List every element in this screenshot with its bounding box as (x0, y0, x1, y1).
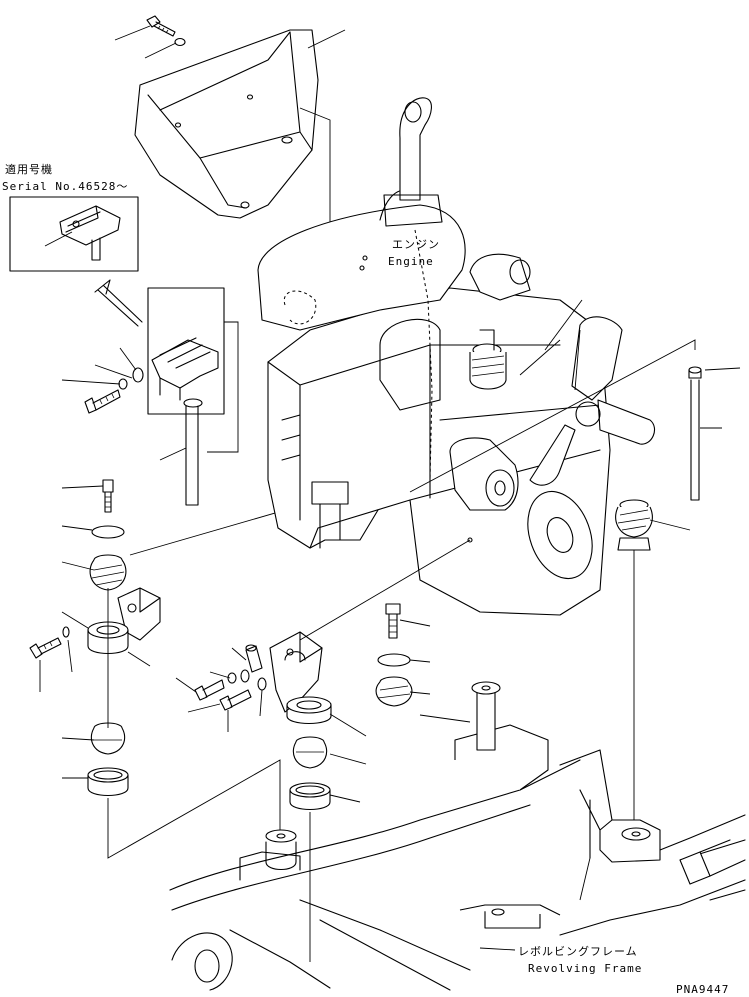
mount-bracket-left (117, 587, 161, 641)
centre-leaders (175, 537, 473, 962)
cooling-fan (529, 316, 655, 486)
inset-arrow (94, 279, 143, 327)
centre-small-bolt-1 (194, 679, 225, 701)
serial-inset-box (9, 196, 139, 272)
right-mount-leaders (399, 619, 471, 723)
frame-label-en: Revolving Frame (528, 962, 642, 975)
bracket-bolt (84, 389, 121, 414)
engine-label-en: Engine (388, 255, 434, 268)
centre-washer-c (257, 677, 267, 691)
centre-mount-collar (286, 696, 332, 725)
engine-mount-rear-right (469, 329, 507, 390)
cover-leaders (114, 25, 346, 270)
engine-mount-front-right (615, 499, 653, 551)
engine-leaders (409, 299, 696, 830)
frame-label-jp: レボルビングフレーム (518, 944, 638, 958)
revolving-frame (169, 681, 746, 991)
right-mount-bolt (385, 603, 401, 639)
inset-bracket (44, 205, 121, 261)
centre-cup-lower (289, 782, 331, 811)
centre-spacer (245, 644, 263, 673)
mount-washer-top (91, 525, 125, 539)
drawing-code: PNA9447 (676, 983, 729, 996)
right-mount-washer (377, 653, 411, 667)
engine-cover-plate (134, 29, 319, 219)
mount-cup-lower (87, 767, 129, 797)
right-mount-cushion (375, 676, 413, 707)
bracket-washer-1 (132, 367, 144, 383)
engine-label-jp: エンジン (392, 238, 440, 251)
centre-washer-b (240, 669, 250, 683)
mount-bolt-horizontal (29, 637, 62, 659)
exhaust-pipe (383, 97, 443, 481)
alternator-pulley (449, 437, 593, 580)
rubber-cushion-lower (90, 722, 126, 755)
serial-label-jp: 適用号機 (5, 162, 53, 176)
cover-washer (174, 37, 186, 47)
long-stud-right (688, 366, 741, 501)
centre-small-bolt-2 (219, 689, 252, 711)
centre-cushion-lower (292, 736, 328, 769)
air-cleaner (257, 189, 466, 331)
rubber-cushion-upper (89, 554, 127, 591)
cover-bolt (146, 15, 176, 37)
bracket-washer-2 (118, 378, 128, 390)
side-bracket (151, 337, 219, 401)
centre-washer-a (227, 672, 237, 684)
mount-bolt-vertical (102, 479, 114, 513)
mount-washer-side (62, 626, 70, 638)
serial-label-en: Serial No.46528～ (2, 180, 128, 193)
centre-mount-bracket (269, 631, 323, 713)
bracket-leaders (61, 321, 239, 461)
turbo-elbow (379, 253, 531, 411)
long-stud-left (183, 398, 203, 506)
